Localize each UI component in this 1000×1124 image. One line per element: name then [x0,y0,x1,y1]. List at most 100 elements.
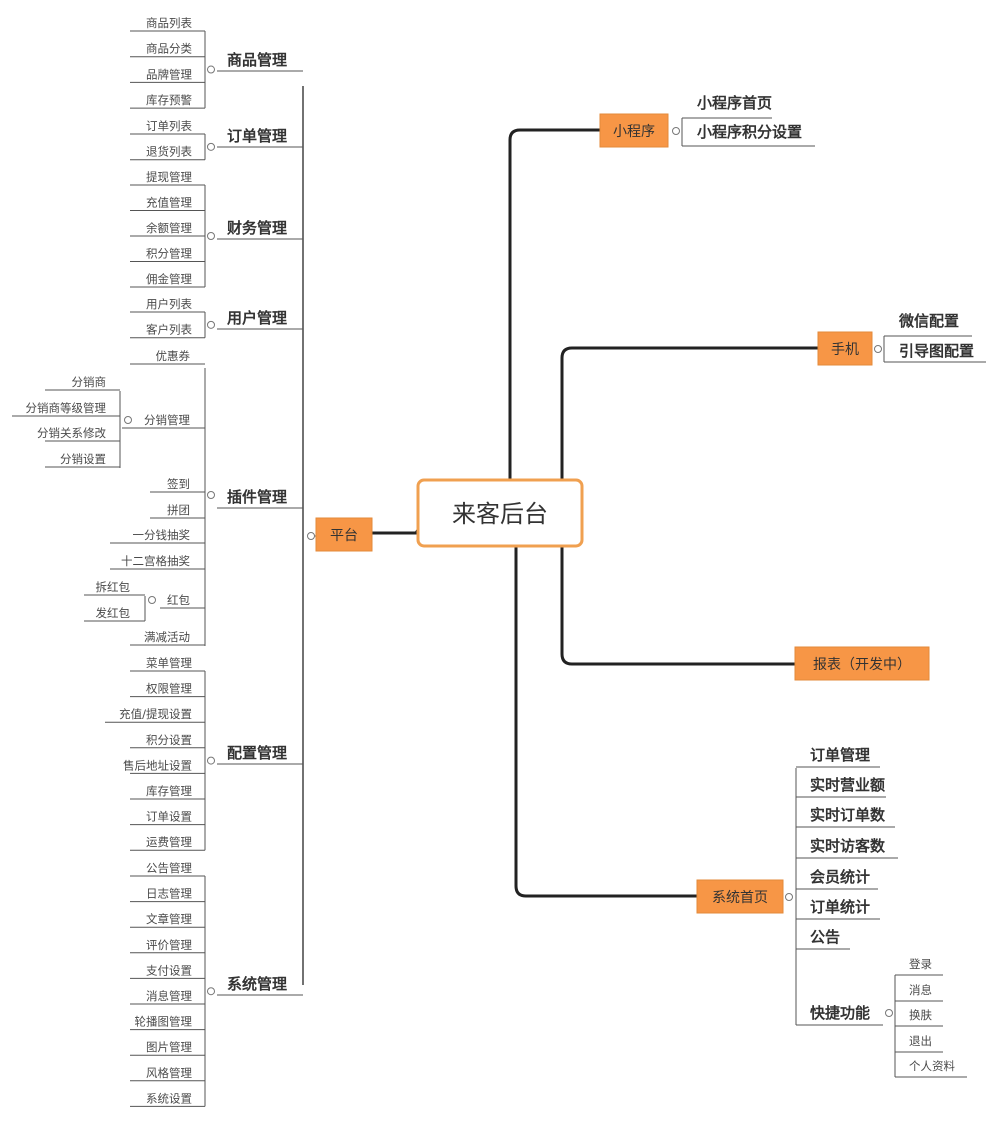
quick-leaf[interactable]: 消息 [909,983,932,997]
miniprogram-collapse-toggle[interactable] [672,127,680,135]
system-leaf[interactable]: 文章管理 [146,912,192,926]
distribution-collapse-toggle[interactable] [124,416,132,424]
root-to-platform-connector [372,529,420,535]
system-leaf[interactable]: 支付设置 [146,963,192,977]
plugins-leaf[interactable]: 签到 [167,477,190,491]
plugins-leaf[interactable]: 满减活动 [144,630,190,644]
redpacket-collapse-toggle[interactable] [148,596,156,604]
reports-node[interactable]: 报表（开发中） [794,646,930,681]
system-leaf[interactable]: 轮播图管理 [135,1015,193,1029]
distribution-leaf[interactable]: 分销商等级管理 [26,401,107,415]
root-node[interactable]: 来客后台 [416,478,584,548]
system-leaf[interactable]: 日志管理 [146,887,192,901]
plugins-leaf[interactable]: 分销管理 [144,413,190,427]
distribution-leaf[interactable]: 分销关系修改 [37,426,106,440]
goods-leaf[interactable]: 商品分类 [146,42,192,56]
syshome-item[interactable]: 会员统计 [810,868,870,886]
config-leaf[interactable]: 售后地址设置 [123,758,192,772]
finance-leaf[interactable]: 充值管理 [146,196,192,210]
syshome-node[interactable]: 系统首页 [696,879,784,914]
plugins-label[interactable]: 插件管理 [227,488,287,506]
users-leaf[interactable]: 用户列表 [146,297,192,311]
platform-node[interactable]: 平台 [315,517,373,552]
distribution-leaf[interactable]: 分销设置 [60,452,106,466]
quick-label[interactable]: 快捷功能 [810,1004,870,1022]
orders-leaf[interactable]: 订单列表 [146,119,192,133]
syshome-item[interactable]: 订单统计 [810,898,870,916]
syshome-item[interactable]: 实时访客数 [810,837,886,855]
root-label: 来客后台 [452,500,548,528]
quick-leaf[interactable]: 个人资料 [909,1059,955,1073]
plugins-collapse-toggle[interactable] [207,491,215,499]
mobile-item-wechat[interactable]: 微信配置 [898,312,959,330]
config-leaf[interactable]: 订单设置 [146,810,192,824]
finance-collapse-toggle[interactable] [207,232,215,240]
mobile-collapse-toggle[interactable] [874,345,882,353]
plugins-leaf[interactable]: 拼团 [167,503,190,517]
root-to-syshome-connector [514,546,697,898]
miniprogram-item-home[interactable]: 小程序首页 [697,94,772,112]
system-leaf[interactable]: 系统设置 [146,1091,192,1105]
config-leaf[interactable]: 权限管理 [146,682,192,696]
goods-label[interactable]: 商品管理 [227,51,287,69]
platform-label: 平台 [330,528,358,544]
config-collapse-toggle[interactable] [207,756,215,765]
quick-leaf[interactable]: 换肤 [909,1008,932,1022]
system-leaf[interactable]: 评价管理 [146,938,192,952]
config-label[interactable]: 配置管理 [227,744,287,762]
finance-label[interactable]: 财务管理 [227,219,287,237]
config-leaf[interactable]: 库存管理 [146,784,192,798]
quick-leaf[interactable]: 退出 [909,1034,932,1048]
orders-label[interactable]: 订单管理 [227,127,287,145]
quick-collapse-toggle[interactable] [885,1009,893,1017]
system-leaf[interactable]: 风格管理 [146,1066,192,1080]
users-label[interactable]: 用户管理 [227,309,287,327]
config-leaf[interactable]: 充值/提现设置 [119,707,192,721]
redpacket-leaf[interactable]: 发红包 [96,606,131,620]
system-label[interactable]: 系统管理 [227,975,287,993]
finance-leaf[interactable]: 提现管理 [146,170,192,184]
miniprogram-node[interactable]: 小程序 [599,113,669,148]
orders-leaf[interactable]: 退货列表 [146,145,192,159]
orders-collapse-toggle[interactable] [207,142,215,151]
finance-leaf[interactable]: 佣金管理 [146,272,192,286]
system-leaf[interactable]: 公告管理 [146,861,192,875]
goods-leaf[interactable]: 商品列表 [146,16,192,30]
system-leaf[interactable]: 图片管理 [146,1040,192,1054]
finance-leaf[interactable]: 积分管理 [146,247,192,261]
mobile-item-guide[interactable]: 引导图配置 [899,342,974,360]
goods-collapse-toggle[interactable] [207,65,215,74]
plugins-leaf[interactable]: 十二宫格抽奖 [121,554,190,568]
syshome-item[interactable]: 实时订单数 [810,806,886,824]
users-leaf[interactable]: 客户列表 [146,323,192,337]
system-leaf[interactable]: 消息管理 [146,989,192,1003]
syshome-item[interactable]: 订单管理 [810,746,870,764]
quick-leaf[interactable]: 登录 [909,957,932,971]
users-collapse-toggle[interactable] [207,320,215,329]
plugins-leaf[interactable]: 红包 [167,593,190,607]
miniprogram-item-points[interactable]: 小程序积分设置 [697,123,802,141]
goods-leaf[interactable]: 库存预警 [146,93,192,107]
miniprogram-bracket [681,117,815,147]
distribution-leaf[interactable]: 分销商 [72,375,107,389]
redpacket-leaf[interactable]: 拆红包 [96,580,131,594]
plugins-leaf[interactable]: 优惠券 [156,349,191,363]
mobile-label: 手机 [831,342,859,358]
config-leaf[interactable]: 运费管理 [146,835,192,849]
platform-collapse-toggle[interactable] [307,532,315,540]
system-collapse-toggle[interactable] [207,987,215,996]
finance-leaf[interactable]: 余额管理 [146,221,192,235]
syshome-collapse-toggle[interactable] [785,893,793,901]
mobile-node[interactable]: 手机 [817,331,873,366]
syshome-item[interactable]: 实时营业额 [810,776,885,794]
config-leaf[interactable]: 积分设置 [146,733,192,747]
syshome-item[interactable]: 公告 [810,928,840,946]
plugins-leaf[interactable]: 一分钱抽奖 [133,528,191,542]
config-leaf[interactable]: 菜单管理 [146,656,192,670]
goods-leaf[interactable]: 品牌管理 [146,67,192,81]
